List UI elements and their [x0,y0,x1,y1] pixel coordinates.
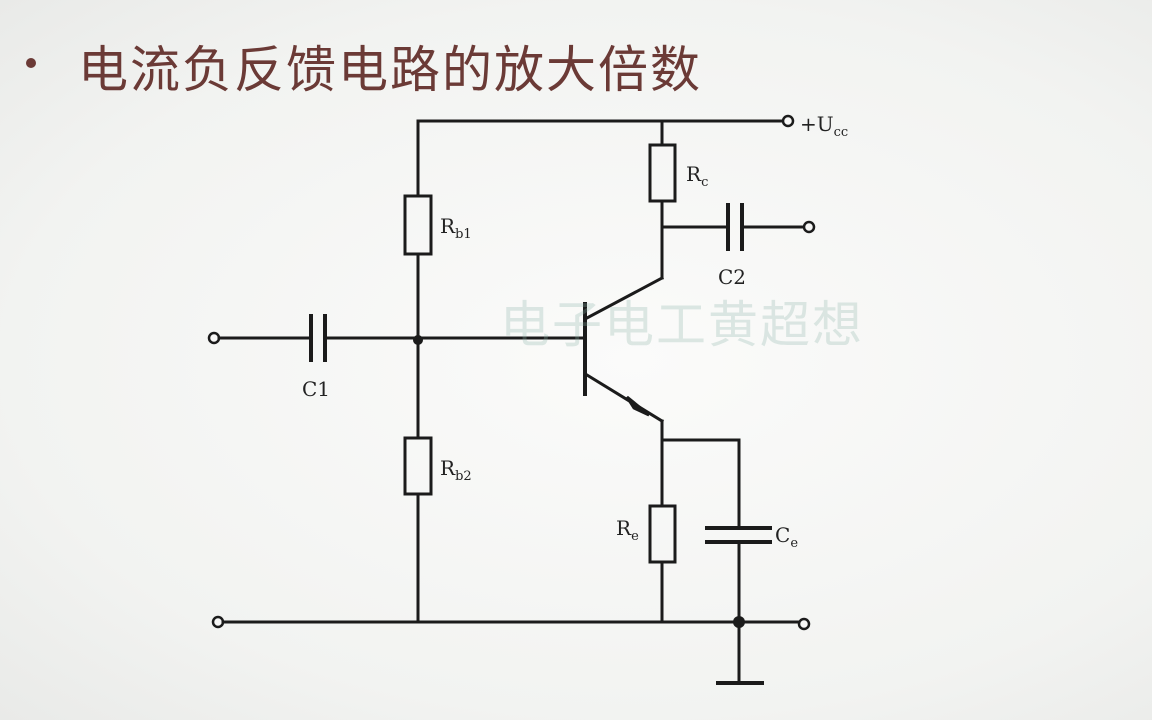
slide-title: 电流负反馈电路的放大倍数 [78,41,702,99]
rb1-label: Rb1 [440,214,472,242]
ground-output-terminal[interactable] [797,617,811,631]
emitter-arrow-icon [625,395,650,417]
bullet-dot [26,58,36,68]
supply-label: +Ucc [800,112,848,140]
transistor-collector-lead [584,275,665,321]
c2-label: C2 [718,265,746,289]
watermark-text: 电子电工黄超想 [500,296,864,354]
ce-label: Ce [775,523,798,551]
transistor-emitter-lead [584,372,665,424]
base-junction-node [413,335,423,345]
re-label: Re [616,516,639,544]
rc-label: Rc [686,162,708,190]
c1-label: C1 [302,377,330,401]
resistor-rc [648,143,677,203]
rb2-label: Rb2 [440,456,472,484]
resistor-re [648,504,677,564]
resistor-rb1 [403,194,433,256]
resistor-rb2 [403,436,433,496]
output-terminal[interactable] [802,220,816,234]
supply-terminal[interactable] [781,114,795,128]
